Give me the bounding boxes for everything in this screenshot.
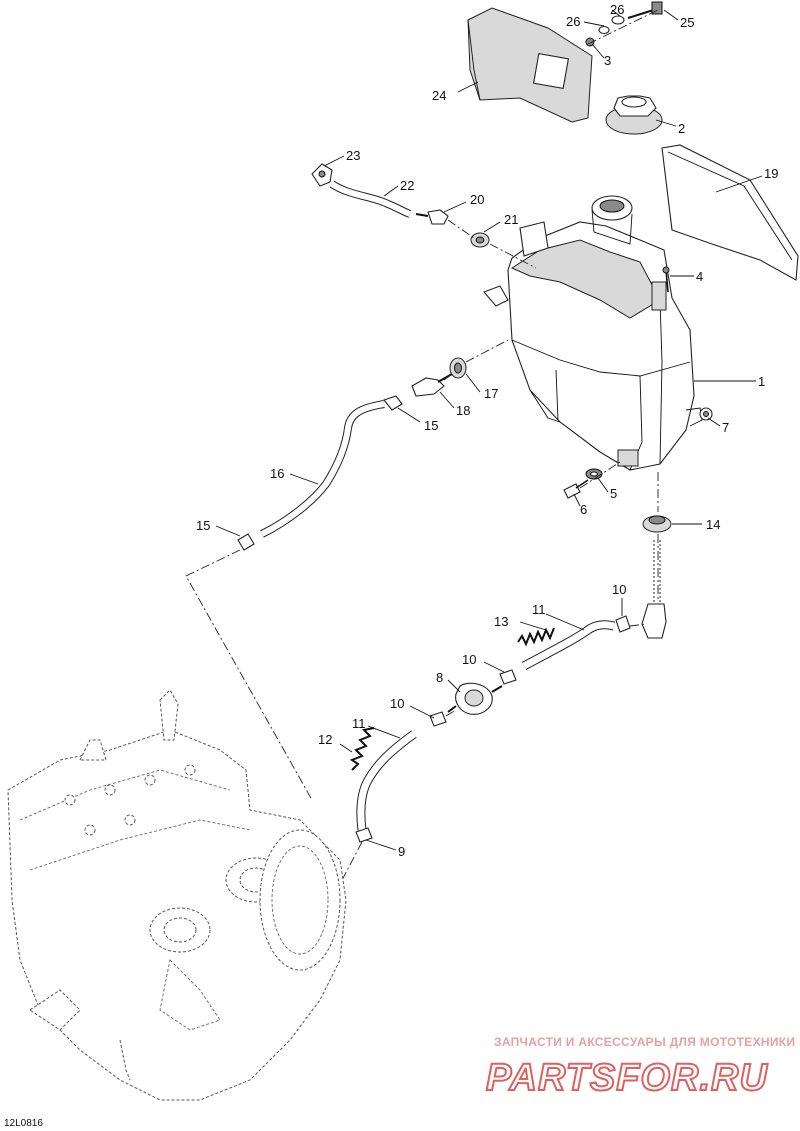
tank-outlet-fitting [641, 540, 667, 639]
callout-10-mid: 10 [462, 652, 476, 667]
callout-10-low: 10 [390, 696, 404, 711]
part-17-grommet [449, 357, 467, 379]
part-20-connector [415, 209, 449, 225]
callout-15-upper: 15 [424, 418, 438, 433]
callout-7: 7 [722, 420, 729, 435]
part-8-filter [447, 682, 503, 715]
part-26-washer-b [598, 25, 610, 35]
callout-6: 6 [580, 502, 587, 517]
callout-11-top: 11 [532, 602, 546, 617]
part-25-bolt [627, 1, 663, 19]
callout-9: 9 [398, 844, 405, 859]
part-12-spring [349, 727, 375, 771]
watermark: ЗАПЧАСТИ И АКСЕССУАРЫ ДЛЯ МОТОТЕХНИКИ PA… [485, 1035, 795, 1100]
leader-lines [215, 9, 763, 851]
callout-3: 3 [604, 53, 611, 68]
part-23-vent-valve [311, 163, 333, 187]
part-26-washer-a [611, 15, 625, 25]
part-5-washer [585, 468, 603, 480]
part-10-clamp-top [615, 615, 631, 633]
callout-25: 25 [680, 15, 694, 30]
part-4-screw [662, 266, 670, 293]
part-9-clamp [355, 827, 373, 843]
part-1-oil-tank [483, 195, 703, 471]
part-19-pad [661, 144, 799, 281]
callout-8: 8 [436, 670, 443, 685]
watermark-tagline: ЗАПЧАСТИ И АКСЕССУАРЫ ДЛЯ МОТОТЕХНИКИ [494, 1035, 795, 1049]
callout-2: 2 [678, 121, 685, 136]
callout-5: 5 [610, 486, 617, 501]
part-11-oil-line-lower [356, 730, 417, 831]
part-13-spring [517, 627, 555, 647]
callout-18: 18 [456, 403, 470, 418]
callout-10-top: 10 [612, 582, 626, 597]
callout-11-low: 11 [352, 716, 366, 731]
callout-17: 17 [484, 386, 498, 401]
part-16-oil-line [260, 400, 385, 538]
part-21-grommet [470, 232, 490, 248]
part-14-grommet [642, 515, 672, 533]
part-11-oil-line-upper [521, 620, 616, 670]
callouts: 1 2 3 4 5 6 7 8 9 10 10 10 11 11 12 13 1… [196, 2, 778, 859]
part-10-clamp-low [429, 711, 447, 727]
callout-13: 13 [494, 614, 508, 629]
part-15-clamp-upper [383, 395, 403, 411]
callout-20: 20 [470, 192, 484, 207]
drawing-code: 12L0816 [4, 1118, 43, 1129]
callout-26-b: 26 [566, 14, 580, 29]
callout-15-lower: 15 [196, 518, 210, 533]
callout-16: 16 [270, 466, 284, 481]
callout-22: 22 [400, 178, 414, 193]
callout-24: 24 [432, 88, 446, 103]
part-2-filler-cap [605, 95, 663, 135]
callout-26-a: 26 [610, 2, 624, 17]
callout-14: 14 [706, 517, 720, 532]
part-7-clip [699, 407, 713, 421]
callout-4: 4 [696, 269, 703, 284]
callout-12: 12 [318, 732, 332, 747]
watermark-brand: PARTSFOR.RU [486, 1057, 768, 1099]
part-24-heat-shield [467, 7, 593, 123]
part-18-fitting [411, 373, 453, 397]
engine-reference [7, 689, 347, 1101]
part-15-clamp-lower [237, 533, 255, 551]
callout-21: 21 [504, 212, 518, 227]
part-6-screw [563, 479, 589, 499]
callout-19: 19 [764, 166, 778, 181]
part-10-clamp-mid [499, 669, 517, 685]
callout-1: 1 [758, 374, 765, 389]
callout-23: 23 [346, 148, 360, 163]
part-22-vent-hose [329, 180, 412, 218]
